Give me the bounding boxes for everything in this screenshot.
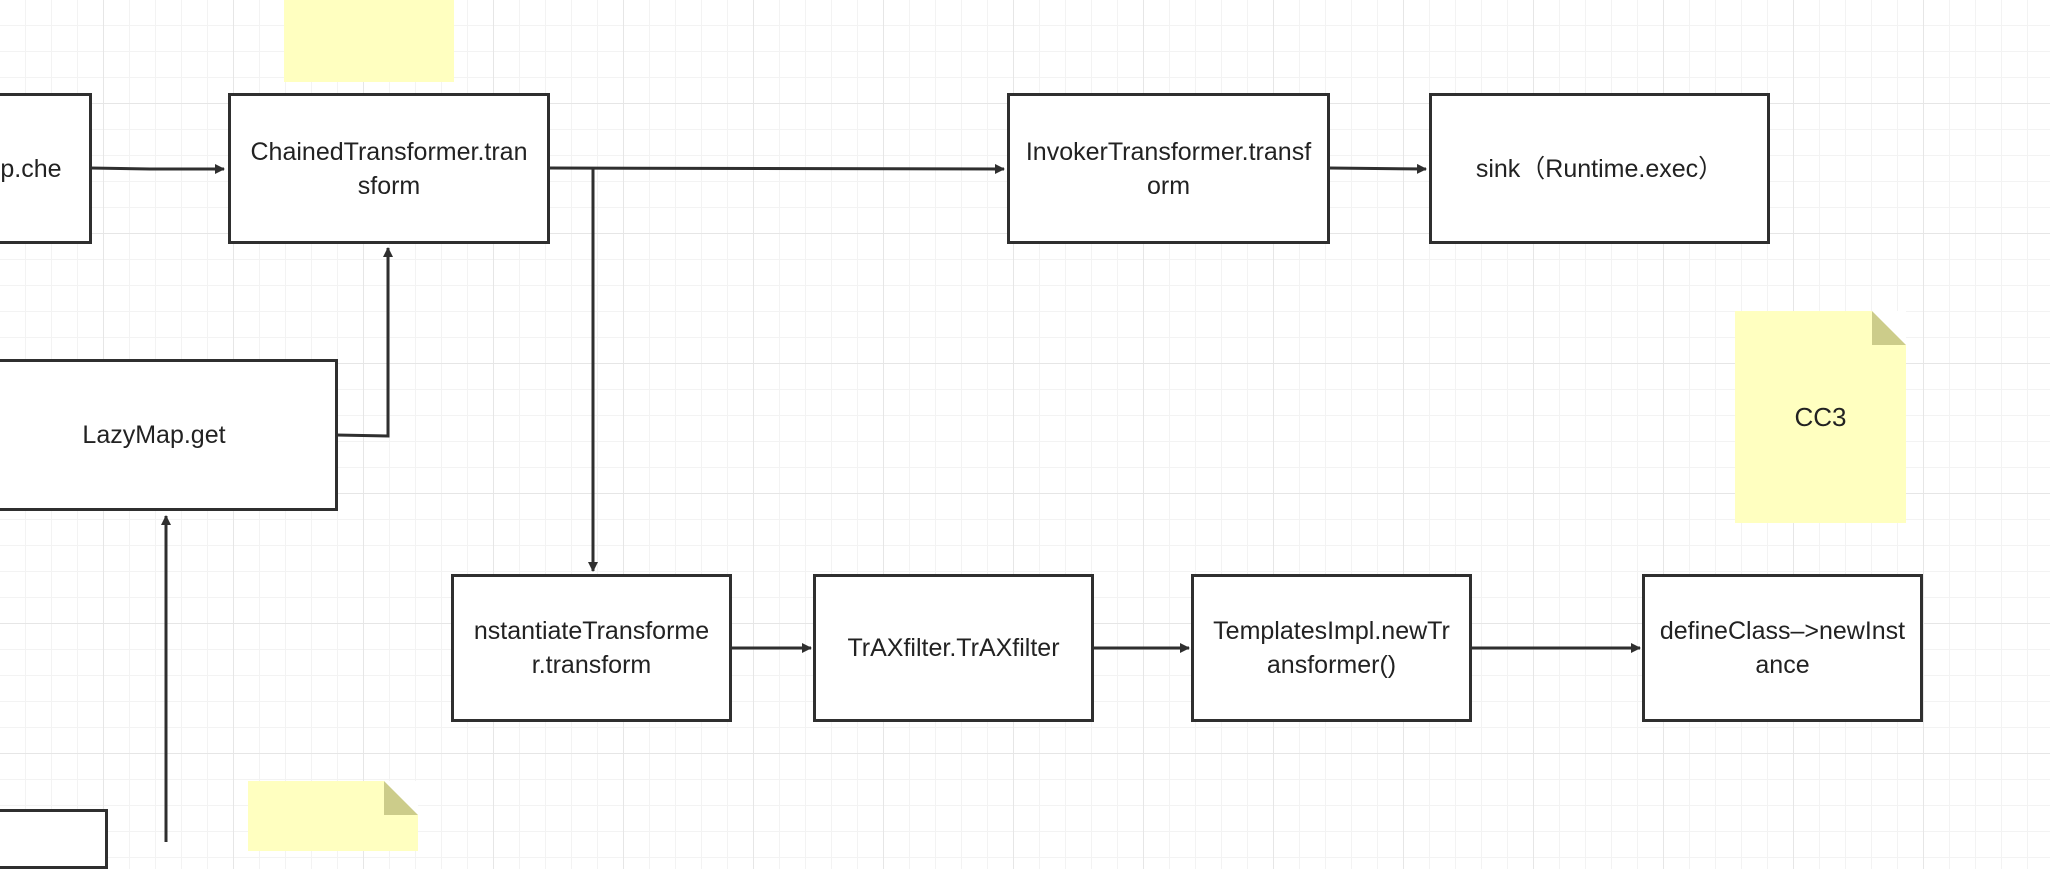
sticky-note-top[interactable] <box>284 0 454 82</box>
node-define-class[interactable]: defineClass–>newInstance <box>1642 574 1923 722</box>
node-instantiate-transform-label: nstantiateTransformer.transform <box>473 617 710 679</box>
node-define-class-label: defineClass–>newInstance <box>1659 617 1906 679</box>
sticky-note-cc3[interactable]: CC3 <box>1735 311 1906 523</box>
note-fold-corner <box>1872 311 1906 345</box>
node-chained-transform-label: ChainedTransformer.transform <box>250 137 528 200</box>
edge-lazymapget-to-chained[interactable] <box>335 247 393 438</box>
node-lazymap-check[interactable]: p.che <box>0 93 92 244</box>
node-sink-label: sink（Runtime.exec） <box>1475 154 1724 183</box>
note-cc3-label: CC3 <box>1794 401 1847 432</box>
edge-chained-to-invoker[interactable] <box>548 163 1005 174</box>
sticky-note-bottom[interactable] <box>248 781 418 851</box>
node-templates-new-transformer-label: TemplatesImpl.newTransformer() <box>1213 617 1450 679</box>
diagram-canvas: CC3 p.che ChainedTransformer.transform <box>0 0 1923 869</box>
node-instantiate-transform[interactable]: nstantiateTransformer.transform <box>451 574 732 722</box>
node-entry-partial[interactable] <box>0 809 108 869</box>
node-sink[interactable]: sink（Runtime.exec） <box>1429 93 1770 244</box>
node-chained-transform[interactable]: ChainedTransformer.transform <box>228 93 550 244</box>
node-invoker-transform[interactable]: InvokerTransformer.transform <box>1007 93 1330 244</box>
connector-layer <box>89 163 1641 842</box>
node-templates-new-transformer[interactable]: TemplatesImpl.newTransformer() <box>1191 574 1472 722</box>
edge-invoker-to-sink[interactable] <box>1328 163 1427 174</box>
node-trax-filter-label: TrAXfilter.TrAXfilter <box>847 634 1060 662</box>
node-lazymap-check-label: p.che <box>0 154 62 183</box>
note-fold-corner <box>384 781 418 815</box>
node-invoker-transform-label: InvokerTransformer.transform <box>1025 137 1312 200</box>
edge-lazymapcheck-to-chained[interactable] <box>89 164 225 174</box>
node-lazymap-get[interactable]: LazyMap.get <box>0 359 338 511</box>
node-lazymap-get-label: LazyMap.get <box>82 421 226 449</box>
node-trax-filter[interactable]: TrAXfilter.TrAXfilter <box>813 574 1094 722</box>
